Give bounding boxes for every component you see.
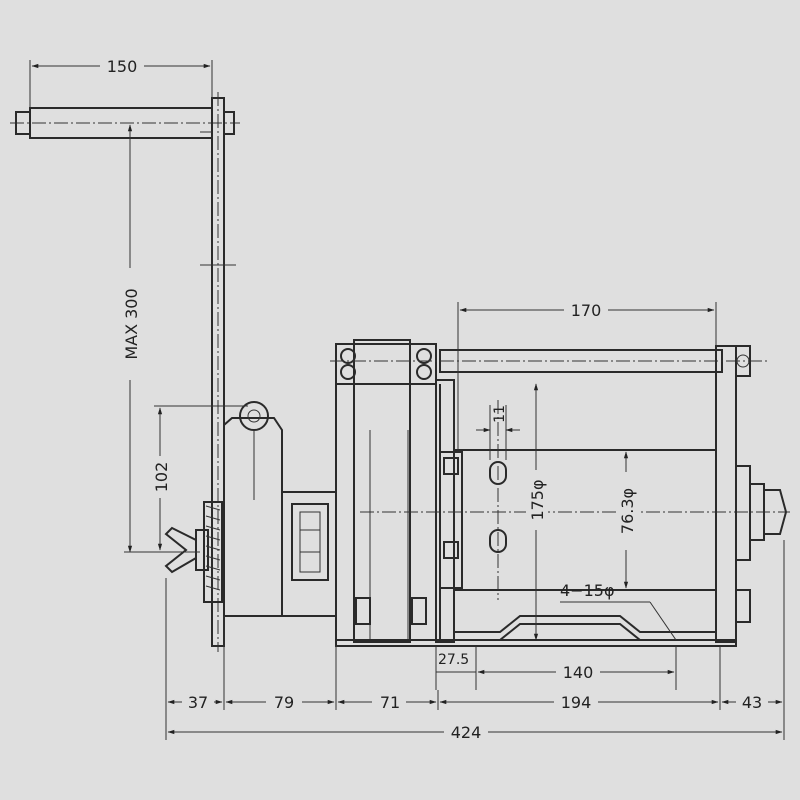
dim-max-300: MAX 300 <box>122 288 141 359</box>
crank-handle <box>10 92 240 652</box>
dim-79: 79 <box>274 693 294 712</box>
dim-194: 194 <box>561 693 592 712</box>
dim-102: 102 <box>152 462 171 493</box>
dim-76-3-phi: 76.3φ <box>618 488 637 534</box>
dim-175-phi: 175φ <box>528 479 547 520</box>
dim-150: 150 <box>107 57 138 76</box>
dim-140: 140 <box>563 663 594 682</box>
dim-holes: 4−15φ <box>560 581 615 600</box>
dim-170: 170 <box>571 301 602 320</box>
gear-housing <box>164 401 337 617</box>
dim-424: 424 <box>451 723 482 742</box>
dim-71: 71 <box>380 693 400 712</box>
dim-11: 11 <box>492 405 508 423</box>
dimension-lines: 150 MAX 300 102 170 11 175φ 76.3φ 4−15φ <box>29 56 785 742</box>
dim-27-5: 27.5 <box>438 652 469 668</box>
dim-43: 43 <box>742 693 762 712</box>
dim-37: 37 <box>188 693 208 712</box>
main-frame <box>335 339 455 643</box>
rope-drum <box>330 345 790 647</box>
